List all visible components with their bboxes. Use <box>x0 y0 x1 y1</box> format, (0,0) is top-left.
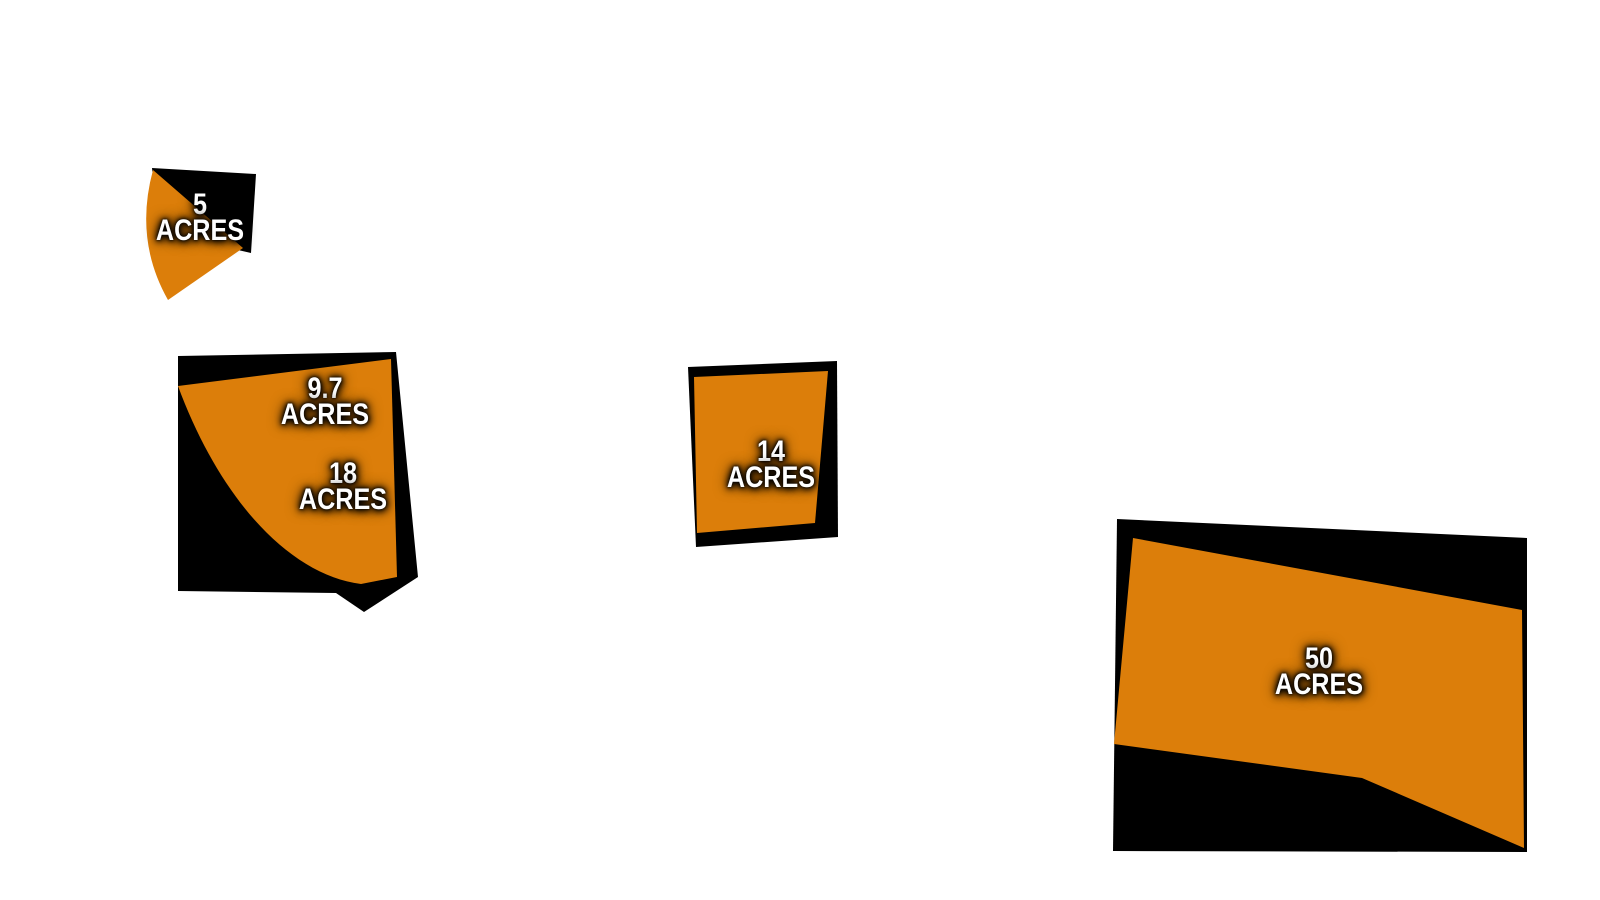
acreage-unit: ACRES <box>298 483 388 516</box>
parcel-5-shape <box>146 170 243 300</box>
parcel-label-5-acres: 5 ACRES <box>155 188 245 247</box>
acreage-unit: ACRES <box>726 461 816 494</box>
parcel-label-14-acres: 14 ACRES <box>726 435 816 494</box>
parcel-label-9.7-acres: 9.7 ACRES <box>280 372 370 431</box>
parcel-label-50-acres: 50 ACRES <box>1274 642 1364 701</box>
acreage-unit: ACRES <box>1274 668 1364 701</box>
parcel-14-shape <box>694 371 828 533</box>
parcel-9.7-18-shape <box>178 359 397 584</box>
acreage-value: 14 <box>756 435 786 468</box>
acreage-unit: ACRES <box>280 398 370 431</box>
parcel-label-18-acres: 18 ACRES <box>298 457 388 516</box>
acreage-value: 9.7 <box>307 372 343 405</box>
acreage-value: 18 <box>328 457 358 490</box>
acreage-unit: ACRES <box>155 214 245 247</box>
parcel-50-shape <box>1114 538 1524 848</box>
acreage-value: 5 <box>192 188 208 221</box>
acreage-value: 50 <box>1304 642 1334 675</box>
